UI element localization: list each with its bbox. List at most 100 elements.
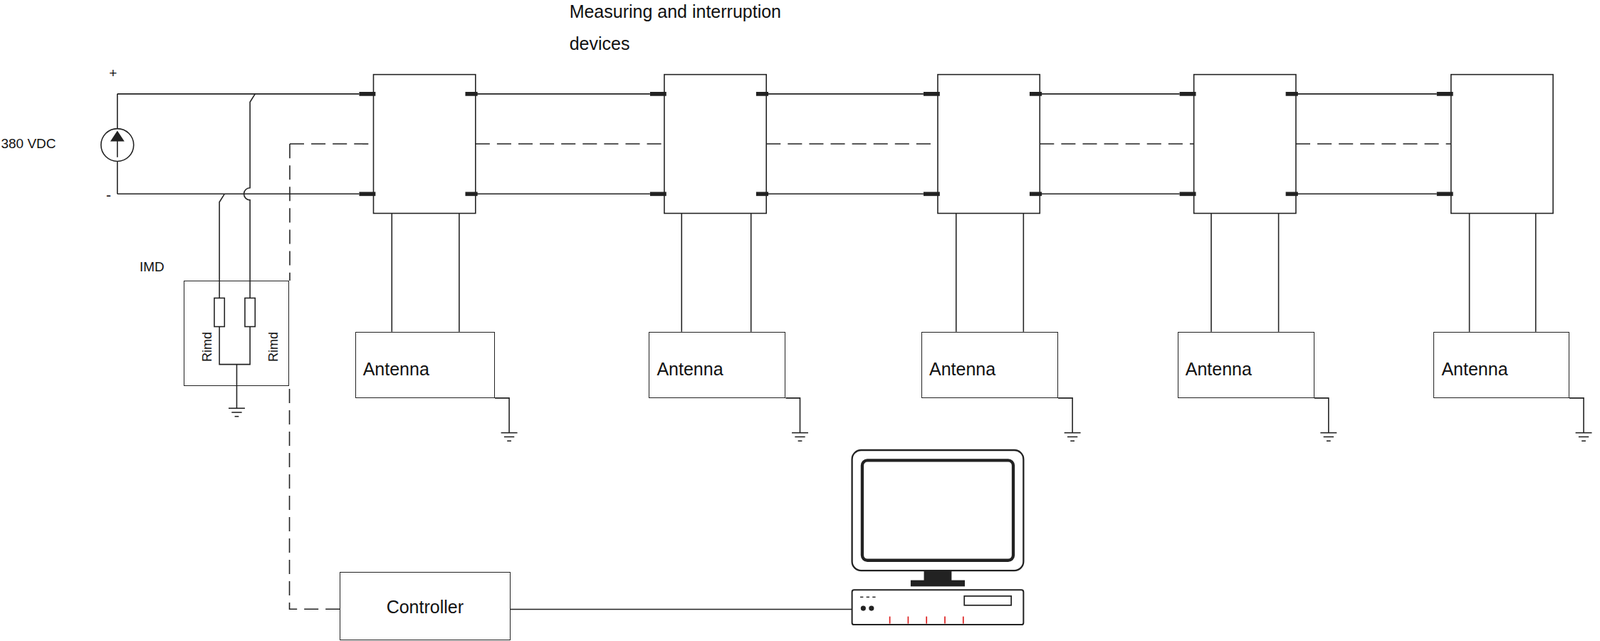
port-tick	[889, 616, 891, 624]
wire	[1295, 193, 1437, 196]
terminal	[1436, 191, 1454, 196]
imd-wire	[243, 93, 255, 299]
ground-wire	[1314, 398, 1329, 433]
ground-wire	[494, 398, 510, 433]
terminal	[923, 191, 940, 196]
antenna-box: Antenna	[1177, 331, 1315, 399]
terminal	[358, 191, 376, 196]
antenna-box: Antenna	[648, 331, 786, 399]
port-tick	[944, 616, 946, 624]
terminal	[650, 191, 667, 196]
wire	[1039, 193, 1180, 196]
measuring-interruption-device	[1451, 74, 1554, 214]
wire	[766, 143, 938, 145]
wire	[475, 193, 651, 196]
resistor-symbol	[244, 297, 255, 327]
ground-wire	[785, 398, 800, 433]
terminal	[1179, 91, 1197, 97]
wire	[1210, 213, 1212, 332]
button	[868, 605, 874, 611]
antenna-box: Antenna	[1433, 331, 1570, 399]
wire	[117, 193, 360, 196]
measuring-interruption-device	[373, 74, 475, 214]
box-heading: IMD	[139, 259, 165, 275]
wire	[955, 213, 958, 332]
led	[866, 596, 870, 598]
button	[860, 605, 866, 611]
monitor-screen	[862, 459, 1014, 560]
wire	[475, 143, 665, 145]
terminal	[1436, 91, 1454, 97]
wire	[1468, 213, 1471, 332]
terminal	[1179, 191, 1197, 196]
wire	[116, 93, 119, 129]
box-label: Antenna	[1185, 358, 1252, 380]
box-label: Controller	[386, 596, 464, 618]
wire	[1535, 213, 1537, 332]
resistor-symbol	[214, 297, 225, 327]
ground-wire	[236, 364, 238, 409]
terminal	[650, 91, 667, 97]
imd-wire	[219, 193, 225, 298]
wire	[1039, 93, 1180, 95]
controller-box: Controller	[339, 571, 510, 641]
port-tick	[925, 616, 928, 624]
monitor	[852, 450, 1024, 571]
terminal	[923, 91, 940, 97]
wire	[510, 608, 856, 611]
wire	[289, 143, 291, 281]
polarity-mark: +	[108, 65, 117, 82]
wire	[116, 160, 119, 194]
port-tick	[907, 616, 910, 624]
wire	[1295, 93, 1437, 95]
wire	[458, 213, 460, 332]
led	[872, 596, 876, 598]
measuring-interruption-device	[937, 74, 1040, 214]
wire	[475, 93, 651, 95]
measuring-interruption-device	[664, 74, 767, 214]
ground-wire	[1058, 398, 1073, 433]
antenna-box: Antenna	[921, 331, 1059, 399]
box-label: Antenna	[363, 358, 430, 380]
wire	[289, 143, 374, 145]
monitor-foot	[911, 580, 965, 586]
ground-symbol	[1575, 432, 1593, 441]
ground-symbol	[1064, 432, 1081, 441]
wire	[1278, 213, 1280, 332]
box-label: Antenna	[1441, 358, 1508, 380]
antenna-box: Antenna	[355, 331, 495, 399]
voltage-source	[101, 128, 134, 162]
measuring-interruption-device	[1194, 74, 1296, 214]
wire	[766, 193, 924, 196]
drive-slot	[964, 595, 1012, 606]
box-label: Antenna	[656, 358, 723, 380]
wire	[766, 93, 924, 95]
source-arrow	[111, 131, 124, 141]
ground-symbol	[228, 408, 245, 416]
communication-line	[289, 385, 341, 610]
box-label: Antenna	[929, 358, 996, 380]
port-tick	[962, 616, 965, 624]
wire	[390, 213, 393, 332]
ground-wire	[1569, 398, 1584, 433]
wire	[1023, 213, 1025, 332]
voltage-label: 380 VDC	[0, 136, 56, 152]
device-group-label: Measuring and interruption devices	[569, 0, 805, 60]
wire	[1295, 143, 1452, 145]
polarity-mark: -	[106, 186, 112, 204]
ground-symbol	[501, 432, 518, 441]
computer-case	[852, 589, 1024, 625]
terminal	[358, 91, 376, 97]
imd-wire	[219, 326, 250, 365]
resistor-label: Rimd	[266, 331, 282, 362]
wire	[680, 213, 683, 332]
monitor-stand	[924, 570, 951, 582]
wire	[750, 213, 752, 332]
resistor-label: Rimd	[200, 331, 216, 362]
wire	[117, 93, 360, 95]
led	[860, 596, 864, 598]
